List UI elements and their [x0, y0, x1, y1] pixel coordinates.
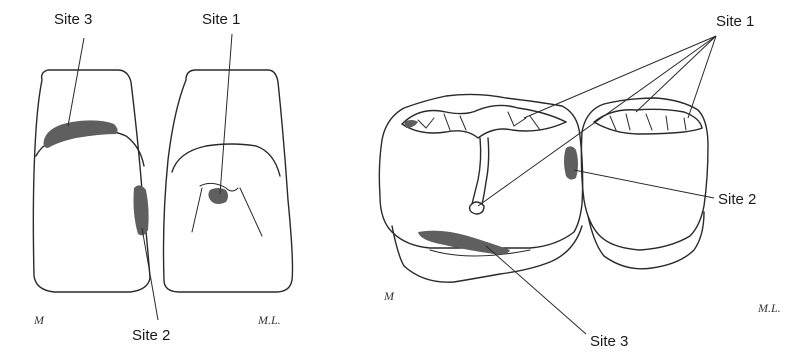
- left-incisor-drawing: [33, 70, 150, 292]
- site3-leader-molar: [486, 246, 586, 334]
- site2-lesion-left-incisor: [134, 185, 149, 235]
- site2-label-molar: Site 2: [718, 191, 756, 208]
- site3-leader-incisor: [68, 38, 84, 126]
- site1-lesion-right-incisor: [208, 188, 228, 204]
- site1-label-incisor: Site 1: [202, 11, 240, 28]
- site1-label-molar: Site 1: [716, 13, 754, 30]
- site3-label-molar: Site 3: [590, 333, 628, 350]
- site2-leader-molar: [574, 170, 714, 198]
- small-molar-drawing: [564, 98, 708, 269]
- molar-corner-mark: M: [383, 289, 395, 303]
- site1-leader-molar-d: [688, 36, 716, 118]
- site1-leader-molar-a: [478, 36, 716, 206]
- incisor-corner-mark: M: [33, 313, 45, 327]
- molar-figure: Site 1 Site 2 Site 3 M M.L.: [379, 13, 780, 350]
- site2-label-incisor: Site 2: [132, 327, 170, 344]
- large-molar-drawing: [379, 94, 582, 282]
- site2-leader-incisor: [142, 228, 158, 320]
- incisor-figure: Site 3 Site 1 Site 2 M M.L.: [33, 11, 293, 344]
- site1-leader-molar-b: [524, 36, 716, 118]
- molar-signature: M.L.: [757, 301, 781, 315]
- site2-lesion-molar: [564, 146, 578, 179]
- site3-label-incisor: Site 3: [54, 11, 92, 28]
- right-incisor-drawing: [164, 70, 293, 292]
- site3-lesion-left-incisor: [44, 120, 118, 148]
- incisor-signature: M.L.: [257, 313, 281, 327]
- site1-leader-incisor: [220, 34, 232, 194]
